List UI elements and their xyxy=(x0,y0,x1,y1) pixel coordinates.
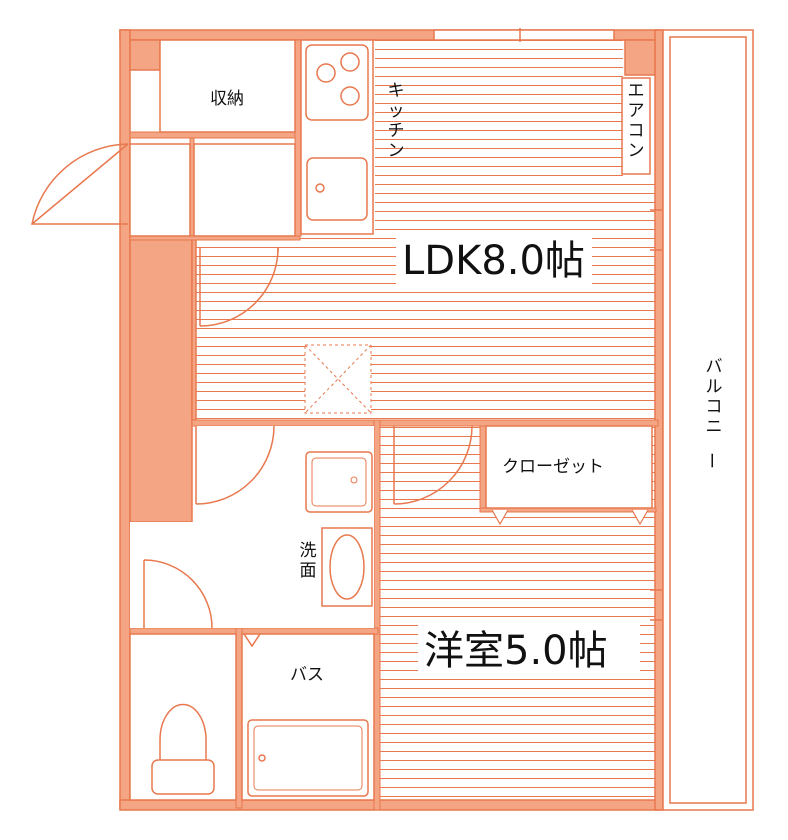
storage-room xyxy=(129,39,296,237)
bath-room xyxy=(241,633,375,801)
washroom-area xyxy=(130,425,374,629)
balcony xyxy=(662,29,754,811)
bath-label: バス xyxy=(290,665,324,685)
outer-walls xyxy=(119,29,664,811)
closet xyxy=(485,425,653,526)
aircon-label: エアコン xyxy=(628,81,645,161)
washroom-label: 洗面 xyxy=(300,541,317,581)
kitchen-sink-icon xyxy=(306,157,368,221)
stove-burner-icon xyxy=(340,86,360,106)
kitchen-label: キッチン xyxy=(388,81,405,161)
entrance-door xyxy=(31,143,129,225)
interior-walls xyxy=(129,39,659,811)
bathtub-icon xyxy=(247,719,369,797)
laundry-pan-icon xyxy=(305,451,373,513)
aircon-unit xyxy=(621,77,651,175)
toilet-icon xyxy=(159,703,207,760)
ldk-label: LDK8.0帖 xyxy=(402,238,585,284)
floor-access-panel xyxy=(304,344,372,414)
ldk-label-bg xyxy=(396,232,592,284)
kitchen-counter xyxy=(300,39,374,235)
closet-label: クローゼット xyxy=(502,457,604,477)
windows xyxy=(433,28,662,621)
balcony-label: バルコニー xyxy=(701,357,723,469)
ldk-door xyxy=(199,247,279,327)
western-room-label: 洋室5.0帖 xyxy=(424,628,608,674)
western-room-door xyxy=(393,425,473,505)
stove-burner-icon xyxy=(316,63,336,83)
storage-label: 収納 xyxy=(210,89,244,109)
stove-burner-icon xyxy=(340,52,360,72)
toilet-room xyxy=(129,633,237,801)
western-label-bg xyxy=(418,620,640,676)
